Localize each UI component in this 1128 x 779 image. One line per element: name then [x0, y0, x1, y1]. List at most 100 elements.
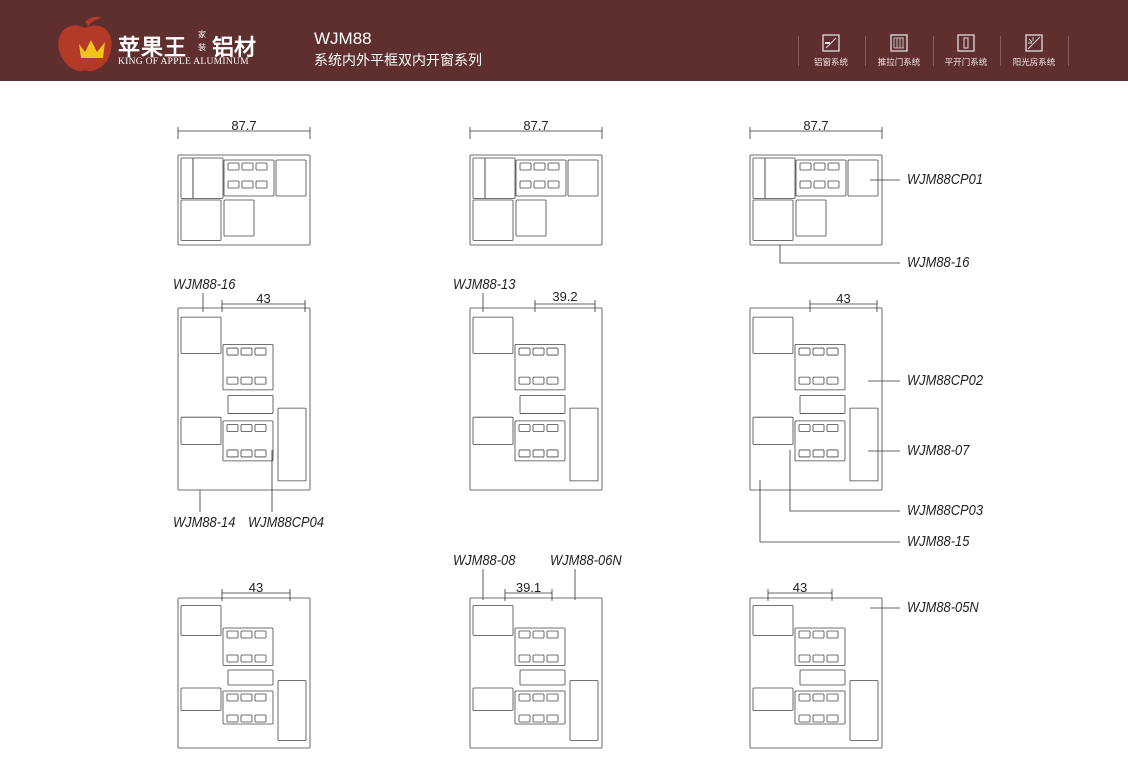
- dimension-label: 39.1: [515, 580, 542, 595]
- profile-chamber: [222, 420, 274, 462]
- thermal-break: [533, 162, 546, 171]
- window-icon: [822, 34, 840, 52]
- thermal-break: [254, 654, 267, 663]
- thermal-break: [812, 654, 825, 663]
- thermal-break: [254, 449, 267, 458]
- drawing-line: [789, 450, 900, 512]
- gasket: [799, 394, 846, 414]
- part-label: WJM88-08: [453, 552, 516, 569]
- thermal-break: [798, 347, 811, 356]
- brand-name-cn: 苹果王: [118, 35, 188, 60]
- profile-chamber: [794, 420, 846, 462]
- drawing-line: [779, 245, 900, 264]
- gasket: [227, 394, 274, 414]
- thermal-break: [547, 162, 560, 171]
- dimension-label: 87.7: [231, 118, 257, 133]
- thermal-break: [827, 180, 840, 189]
- nav-label: 阳光房系统: [1012, 57, 1056, 67]
- thermal-break: [226, 693, 239, 702]
- dimension-label: 39.2: [552, 289, 578, 304]
- thermal-break: [532, 376, 545, 385]
- thermal-break: [812, 376, 825, 385]
- profile-chamber: [277, 407, 307, 482]
- nav-label: 铝窗系统: [813, 57, 848, 67]
- profile-chamber: [569, 680, 599, 741]
- thermal-break: [546, 376, 559, 385]
- nav-sunroom-system[interactable]: 阳光房系统: [1002, 34, 1066, 68]
- thermal-break: [546, 654, 559, 663]
- profile-chamber: [275, 159, 307, 197]
- thermal-break: [826, 654, 839, 663]
- profile-chamber: [277, 680, 307, 741]
- profile-chamber: [849, 680, 879, 741]
- thermal-break: [813, 162, 826, 171]
- part-label: WJM88CP04: [248, 514, 324, 531]
- frame-outline: [749, 154, 883, 246]
- profile-chamber: [472, 199, 514, 241]
- thermal-break: [518, 424, 531, 432]
- gasket: [519, 394, 566, 414]
- thermal-break: [826, 693, 839, 702]
- profile-chamber: [515, 199, 547, 237]
- part-label: WJM88-05N: [907, 599, 979, 616]
- thermal-break: [240, 424, 253, 432]
- thermal-break: [254, 424, 267, 432]
- thermal-break: [518, 654, 531, 663]
- profile-chamber: [514, 420, 566, 462]
- dimension-label: 87.7: [523, 118, 549, 133]
- profile-chamber: [180, 157, 194, 199]
- thermal-break: [226, 714, 239, 723]
- gasket: [227, 669, 274, 686]
- thermal-break: [812, 424, 825, 432]
- thermal-break: [240, 630, 253, 639]
- nav-sliding-door-system[interactable]: 推拉门系统: [867, 34, 931, 68]
- profile-chamber: [222, 690, 274, 725]
- thermal-break: [798, 424, 811, 432]
- thermal-break: [798, 714, 811, 723]
- thermal-break: [240, 449, 253, 458]
- nav-window-system[interactable]: 铝窗系统: [799, 34, 863, 68]
- thermal-break: [533, 180, 546, 189]
- thermal-break: [226, 654, 239, 663]
- thermal-break: [226, 449, 239, 458]
- profile-chamber: [847, 159, 879, 197]
- profile-chamber: [514, 690, 566, 725]
- profile-chamber: [472, 605, 514, 636]
- profile-chamber: [752, 416, 794, 445]
- thermal-break: [827, 162, 840, 171]
- thermal-break: [532, 347, 545, 356]
- thermal-break: [812, 630, 825, 639]
- brand-tag: 家装: [198, 30, 206, 52]
- dimension-label: 43: [792, 580, 808, 595]
- thermal-break: [812, 693, 825, 702]
- profile-chamber: [569, 407, 599, 482]
- thermal-break: [826, 347, 839, 356]
- thermal-break: [518, 714, 531, 723]
- gasket: [519, 669, 566, 686]
- profile-chamber: [192, 157, 224, 199]
- frame-outline: [469, 154, 603, 246]
- part-label: WJM88-06N: [550, 552, 622, 569]
- casement-door-icon: [957, 34, 975, 52]
- thermal-break: [519, 180, 532, 189]
- thermal-break: [254, 693, 267, 702]
- dimension-label: 43: [256, 291, 271, 306]
- part-label: WJM88-15: [907, 533, 970, 550]
- nav-casement-door-system[interactable]: 平开门系统: [934, 34, 998, 68]
- thermal-break: [240, 347, 253, 356]
- part-label: WJM88-16: [907, 254, 970, 271]
- sliding-door-icon: [890, 34, 908, 52]
- dimension-label: 43: [836, 291, 851, 306]
- profile-chamber: [472, 687, 514, 711]
- page-title: WJM88: [314, 29, 372, 48]
- thermal-break: [519, 162, 532, 171]
- gasket: [799, 669, 846, 686]
- thermal-break: [546, 424, 559, 432]
- thermal-break: [255, 162, 268, 171]
- thermal-break: [798, 449, 811, 458]
- thermal-break: [826, 714, 839, 723]
- drawing-line: [759, 480, 900, 543]
- nav-label: 推拉门系统: [877, 57, 921, 67]
- dimension-label: 43: [248, 580, 264, 595]
